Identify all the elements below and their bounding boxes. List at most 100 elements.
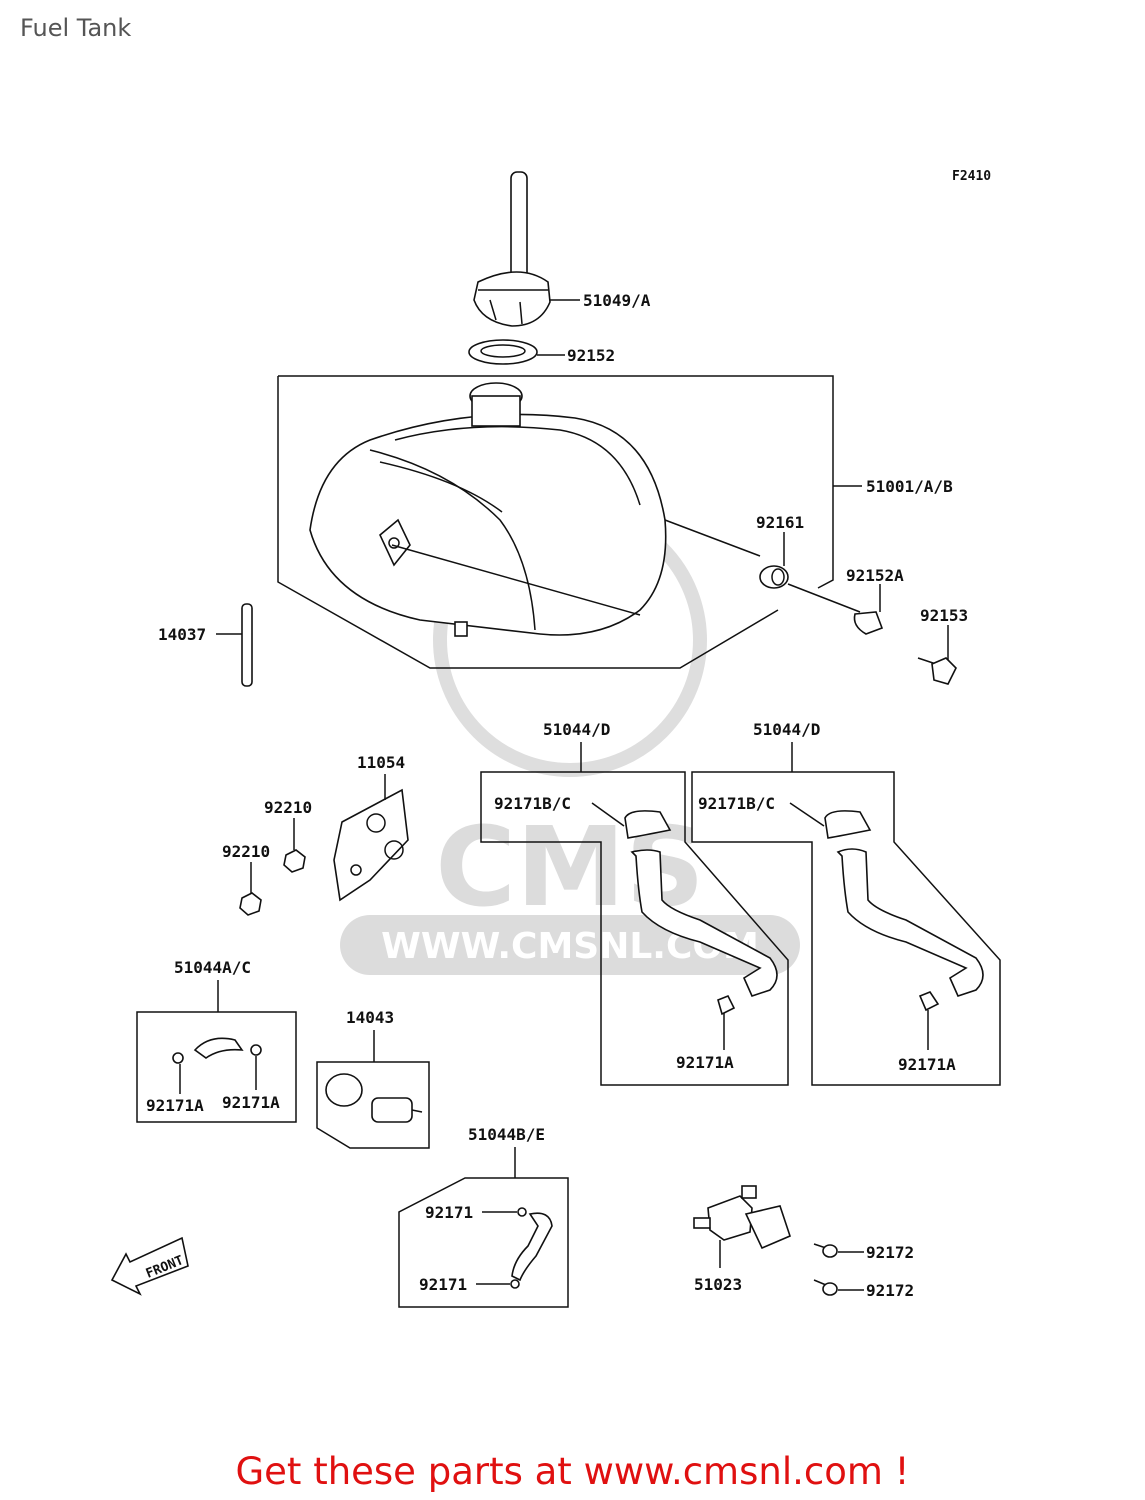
screw-a[interactable] xyxy=(813,1243,838,1258)
front-arrow-shape xyxy=(110,1236,189,1296)
hose-set-2-clip[interactable] xyxy=(918,991,940,1012)
label-screw-a: 92172 xyxy=(866,1243,914,1262)
label-hose-set-2: 51044/D xyxy=(753,720,820,739)
label-clip-4a: 92171 xyxy=(425,1203,473,1222)
hose-set-1-clamp[interactable] xyxy=(624,810,672,839)
collar-body xyxy=(853,611,884,635)
nut-b[interactable] xyxy=(239,892,262,916)
bracket-hole-a xyxy=(366,813,386,833)
hose-set-1-hose[interactable] xyxy=(630,849,778,997)
screw-b[interactable] xyxy=(813,1279,838,1296)
vent-hose-left[interactable] xyxy=(241,603,253,687)
tank-body xyxy=(309,413,667,636)
cap-gasket[interactable] xyxy=(468,339,538,365)
figure-code: F2410 xyxy=(952,169,991,184)
hose-set-3-clip-a[interactable] xyxy=(172,1052,184,1064)
bracket-hole-c xyxy=(350,864,362,876)
label-clip-2: 92171A xyxy=(898,1055,956,1074)
cock-outlet xyxy=(693,1217,711,1229)
footer-cta-link[interactable]: Get these parts at www.cmsnl.com ! xyxy=(235,1450,910,1493)
tank-mount-hole xyxy=(388,537,400,549)
label-collar: 92152A xyxy=(846,566,904,585)
label-hose-set-1: 51044/D xyxy=(543,720,610,739)
clip-1-body xyxy=(717,994,736,1016)
hose-set-4-clip-a[interactable] xyxy=(517,1207,527,1217)
label-cap-gasket: 92152 xyxy=(567,346,615,365)
parts-diagram: CMS WWW.CMSNL.COM F2410 51049/A 92152 51… xyxy=(110,169,1001,1308)
grommet-body xyxy=(759,565,789,589)
screw-b-shank xyxy=(813,1279,827,1286)
filter-nipple xyxy=(411,1109,423,1113)
hose-set-4-frame xyxy=(398,1177,569,1308)
tank-mount-axis-b xyxy=(391,544,641,616)
grommet-hole xyxy=(771,568,785,586)
label-bracket: 11054 xyxy=(357,753,405,772)
gasket-outer xyxy=(468,339,538,365)
nut-b-body xyxy=(239,892,262,916)
tank-grommet[interactable] xyxy=(759,565,789,589)
hose-1-body xyxy=(630,849,778,997)
tank-group-frame xyxy=(277,375,834,669)
screw-a-head xyxy=(822,1244,838,1258)
tank-contour-3 xyxy=(379,461,503,513)
front-arrow: FRONT xyxy=(110,1236,189,1296)
hose-set-4-clip-b[interactable] xyxy=(510,1279,520,1289)
collar[interactable] xyxy=(853,611,884,635)
label-clip-4b: 92171 xyxy=(419,1275,467,1294)
label-cock: 51023 xyxy=(694,1275,742,1294)
label-filter: 14043 xyxy=(346,1008,394,1027)
tank-mount-axis-a xyxy=(664,519,761,557)
label-clamp-1: 92171B/C xyxy=(494,794,571,813)
label-cap: 51049/A xyxy=(583,291,651,310)
fuel-cap[interactable] xyxy=(473,171,551,327)
bracket-plate xyxy=(333,788,409,902)
label-grommet: 92161 xyxy=(756,513,804,532)
fuel-filter[interactable] xyxy=(325,1073,423,1123)
hose-set-2-hose[interactable] xyxy=(836,848,984,997)
leader-clamp-2 xyxy=(789,802,825,827)
bracket-hole-b xyxy=(384,840,404,860)
filter-frame xyxy=(316,1061,430,1149)
hose-set-4-hose[interactable] xyxy=(511,1212,553,1282)
hose-set-3-frame xyxy=(136,1011,297,1123)
bolt[interactable] xyxy=(917,657,957,685)
label-hose-set-4: 51044B/E xyxy=(468,1125,545,1144)
hose-set-2-clamp[interactable] xyxy=(824,810,872,839)
tank-mount-tab xyxy=(379,518,411,567)
tank-contour-1 xyxy=(369,449,536,631)
screw-b-head xyxy=(822,1282,838,1296)
tank-filler-collar xyxy=(471,395,521,427)
hose-set-1-clip[interactable] xyxy=(717,994,736,1016)
gasket-inner xyxy=(480,344,526,358)
label-clip-1: 92171A xyxy=(676,1053,734,1072)
label-hose-left: 14037 xyxy=(158,625,206,644)
fuel-cock[interactable] xyxy=(693,1185,791,1250)
clip-4a-body xyxy=(517,1207,527,1217)
tank-outlet xyxy=(454,621,468,637)
label-clamp-2: 92171B/C xyxy=(698,794,775,813)
bolt-head xyxy=(931,657,957,685)
vent-tube xyxy=(510,171,528,283)
hose-set-3-clip-b[interactable] xyxy=(250,1044,262,1056)
hose-2-body xyxy=(836,848,984,997)
hose-3-body xyxy=(193,1037,244,1059)
label-bolt: 92153 xyxy=(920,606,968,625)
hose-set-3-hose[interactable] xyxy=(193,1037,244,1059)
clip-4b-body xyxy=(510,1279,520,1289)
hose-set-1-frame xyxy=(480,771,789,1086)
cap-body xyxy=(473,271,551,327)
cock-lever xyxy=(744,1205,791,1250)
cap-ridges xyxy=(478,289,548,325)
hose-set-2-frame xyxy=(691,771,1001,1086)
label-nut-b: 92210 xyxy=(222,842,270,861)
nut-a[interactable] xyxy=(283,849,306,873)
grommet-axis xyxy=(787,583,861,613)
label-screw-b: 92172 xyxy=(866,1281,914,1300)
cock-body xyxy=(707,1195,753,1241)
bracket[interactable] xyxy=(333,788,409,902)
label-clip-3a: 92171A xyxy=(146,1096,204,1115)
label-nut-a: 92210 xyxy=(264,798,312,817)
fuel-tank[interactable] xyxy=(309,382,761,637)
clip-3b-body xyxy=(250,1044,262,1056)
cock-inlet xyxy=(741,1185,757,1199)
